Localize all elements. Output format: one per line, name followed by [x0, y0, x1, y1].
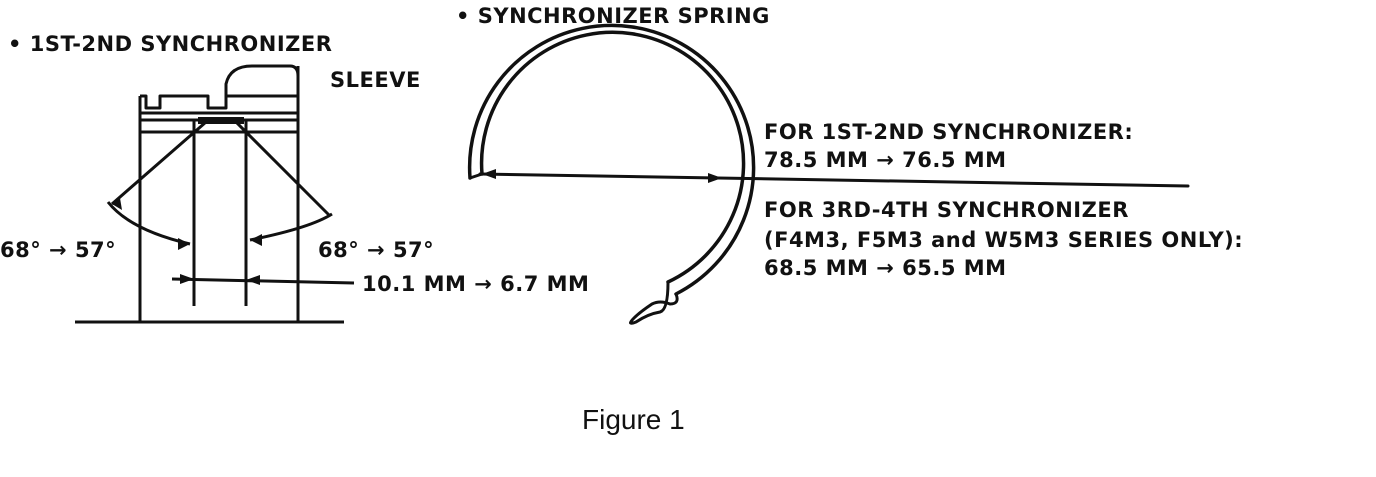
spring-ring-outer: [467, 23, 756, 296]
label-synchronizer-spring: • SYNCHRONIZER SPRING: [456, 4, 770, 28]
right-chamfer-line: [234, 120, 332, 218]
label-1st-2nd-synchronizer: • 1ST-2ND SYNCHRONIZER: [8, 32, 333, 56]
arrow-right-arc-inner: [250, 234, 262, 246]
arrow-width-left: [180, 274, 194, 284]
spring-arrows: [482, 169, 722, 183]
spring-drawing: [467, 23, 1190, 325]
label-width-measure: 10.1 MM → 6.7 MM: [362, 272, 590, 296]
arrow-left-arc-end: [112, 198, 122, 210]
spring-ring-inner: [479, 30, 746, 284]
arrow-diameter-left: [482, 169, 496, 179]
label-for-1st-2nd-title: FOR 1ST-2ND SYNCHRONIZER:: [764, 120, 1134, 144]
spring-diameter-line: [478, 172, 1190, 188]
right-angle-arc: [249, 212, 333, 242]
spring-tail: [629, 280, 679, 325]
label-sleeve: SLEEVE: [330, 68, 421, 92]
label-for-3rd-4th-title: FOR 3RD-4TH SYNCHRONIZER: [764, 198, 1129, 222]
dimension-arrows: [112, 198, 262, 285]
width-dimension-line: [171, 277, 355, 285]
label-for-3rd-4th-value: 68.5 MM → 65.5 MM: [764, 256, 1007, 280]
label-angle-right: 68° → 57°: [318, 238, 435, 262]
arrow-width-right: [246, 275, 260, 285]
label-for-3rd-4th-series: (F4M3, F5M3 and W5M3 SERIES ONLY):: [764, 228, 1244, 252]
groove-fill: [198, 117, 244, 124]
label-angle-left: 68° → 57°: [0, 238, 117, 262]
sleeve-top-profile: [140, 64, 300, 110]
label-for-1st-2nd-value: 78.5 MM → 76.5 MM: [764, 148, 1007, 172]
sleeve-drawing: [75, 64, 355, 324]
arrow-diameter-right: [708, 173, 722, 183]
left-chamfer-line: [111, 120, 207, 206]
arrow-left-arc-inner: [178, 238, 190, 250]
figure-caption: Figure 1: [582, 404, 685, 435]
